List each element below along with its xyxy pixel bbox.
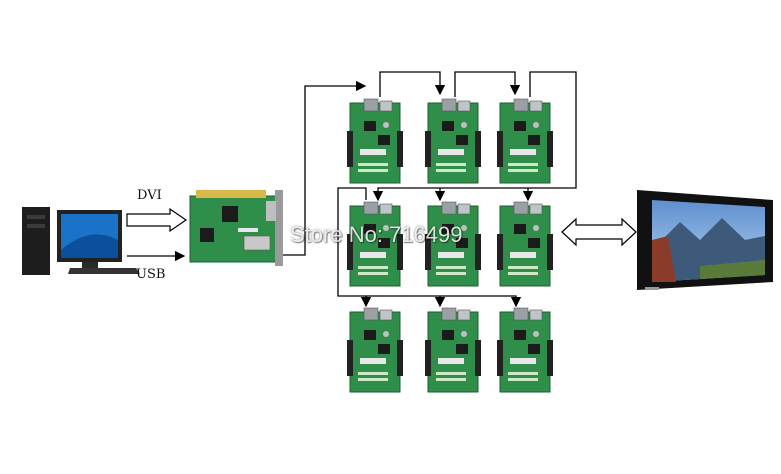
receiving-card-icon [424,98,482,184]
double-arrow [561,217,637,247]
dvi-arrow [126,207,188,233]
receiving-card-icon [346,98,404,184]
computer-icon [22,207,140,275]
signal-lines [283,71,577,308]
receiving-card-icon [496,307,554,393]
dvi-label: DVI [137,188,162,203]
store-watermark: Store No: 716499 [290,222,463,247]
led-screen-icon [637,190,773,290]
receiving-card-icon [496,98,554,184]
receiving-card-icon [346,307,404,393]
receiving-card-icon [424,307,482,393]
sending-card-icon [189,190,283,266]
usb-label: USB [136,267,166,282]
receiving-card-icon [496,201,554,287]
